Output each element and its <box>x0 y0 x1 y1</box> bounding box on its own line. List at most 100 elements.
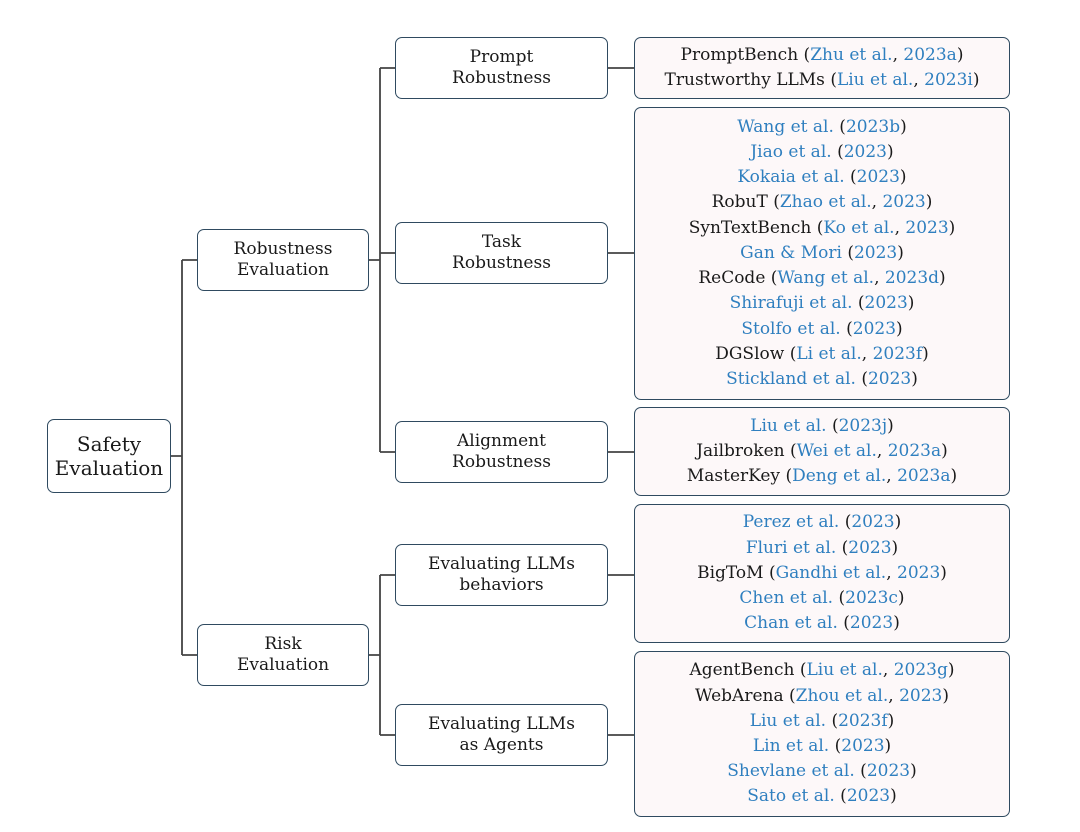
connector-root <box>171 259 197 656</box>
citation-link[interactable]: 2023 <box>841 736 885 756</box>
reference-entry: BigToM (Gandhi et al., 2023) <box>697 561 947 586</box>
reference-text: ) <box>942 685 949 706</box>
citation-link[interactable]: Liu et al. <box>836 70 914 90</box>
citation-link[interactable]: Sato et al. <box>747 786 835 807</box>
citation-link[interactable]: Wang et al. <box>737 116 834 137</box>
citation-link[interactable]: Jiao et al. <box>750 142 832 163</box>
citation-link[interactable]: 2023 <box>866 761 911 782</box>
reference-text: ReCode ( <box>698 268 778 289</box>
citation-link[interactable]: 2023j <box>838 415 888 436</box>
citation-link[interactable]: Fluri et al. <box>745 537 837 558</box>
reference-text: , <box>874 268 885 289</box>
citation-link[interactable]: 2023d <box>884 268 940 289</box>
citation-link[interactable]: Shevlane et al. <box>727 761 855 782</box>
citation-link[interactable]: Chan et al. <box>744 613 838 634</box>
reference-text: ) <box>893 613 900 634</box>
reference-entry: Jailbroken (Wei et al., 2023a) <box>696 439 948 464</box>
citation-link[interactable]: 2023 <box>846 786 891 807</box>
reference-text: ) <box>972 70 980 90</box>
reference-text: ) <box>910 761 917 782</box>
citation-link[interactable]: 2023g <box>893 660 948 681</box>
citation-link[interactable]: Stickland et al. <box>726 368 856 389</box>
reference-text: ( <box>854 761 867 782</box>
citation-link[interactable]: 2023 <box>856 167 900 188</box>
reference-entry: MasterKey (Deng et al., 2023a) <box>687 464 957 489</box>
reference-entry: Gan & Mori (2023) <box>740 241 904 266</box>
reference-text: ( <box>852 293 865 314</box>
citation-link[interactable]: Kokaia et al. <box>737 167 845 188</box>
citation-link[interactable]: 2023a <box>897 466 951 487</box>
citation-link[interactable]: Wang et al. <box>777 268 875 289</box>
reference-text: ) <box>941 440 948 461</box>
reference-text: Jailbroken ( <box>696 440 797 461</box>
reference-text: ( <box>841 242 854 263</box>
reference-entry: Shevlane et al. (2023) <box>727 759 916 784</box>
citation-link[interactable]: 2023 <box>899 685 943 706</box>
citation-link[interactable]: 2023f <box>872 343 923 364</box>
reference-text: ( <box>833 588 846 609</box>
reference-text: ( <box>826 710 839 731</box>
reference-text: , <box>886 562 898 583</box>
reference-entry: Shirafuji et al. (2023) <box>730 291 915 316</box>
refs-evaluating-llms-behaviors: Perez et al. (2023)Fluri et al. (2023)Bi… <box>634 504 1010 643</box>
citation-link[interactable]: 2023a <box>903 44 957 65</box>
reference-text: ) <box>911 368 918 389</box>
reference-text: ( <box>844 167 857 188</box>
citation-link[interactable]: Shirafuji et al. <box>729 293 853 314</box>
reference-text: , <box>892 44 904 65</box>
reference-text: ) <box>891 537 899 558</box>
node-label: Evaluating LLMs <box>428 714 575 735</box>
citation-link[interactable]: 2023a <box>887 440 942 461</box>
citation-link[interactable]: Wei et al. <box>796 440 877 461</box>
citation-link[interactable]: 2023 <box>851 512 895 533</box>
citation-link[interactable]: 2023c <box>845 588 898 609</box>
citation-link[interactable]: Gandhi et al. <box>775 562 887 583</box>
citation-link[interactable]: 2023 <box>864 293 908 314</box>
node-risk-evaluation: Risk Evaluation <box>197 624 369 686</box>
reference-text: ) <box>900 116 907 137</box>
citation-link[interactable]: 2023 <box>867 368 912 389</box>
citation-link[interactable]: 2023 <box>853 242 898 263</box>
reference-text: ) <box>925 192 933 213</box>
reference-text: DGSlow ( <box>715 343 797 364</box>
reference-text: ) <box>940 562 947 583</box>
citation-link[interactable]: 2023 <box>849 613 894 634</box>
citation-link[interactable]: Chen et al. <box>739 588 834 609</box>
node-safety-evaluation: Safety Evaluation <box>47 419 171 493</box>
citation-link[interactable]: 2023 <box>843 142 887 163</box>
citation-link[interactable]: Perez et al. <box>742 512 840 533</box>
reference-entry: PromptBench (Zhu et al., 2023a) <box>681 43 964 68</box>
citation-link[interactable]: 2023i <box>924 70 973 90</box>
reference-text: ) <box>950 466 958 487</box>
citation-link[interactable]: Liu et al. <box>806 660 883 681</box>
citation-link[interactable]: 2023 <box>882 192 926 213</box>
reference-entry: SynTextBench (Ko et al., 2023) <box>689 216 956 241</box>
reference-text: BigToM ( <box>697 562 776 583</box>
citation-link[interactable]: 2023 <box>897 562 941 583</box>
citation-link[interactable]: 2023b <box>845 116 901 137</box>
citation-link[interactable]: Zhu et al. <box>810 44 893 65</box>
citation-link[interactable]: Stolfo et al. <box>741 318 841 339</box>
citation-link[interactable]: 2023 <box>905 217 949 238</box>
citation-link[interactable]: 2023 <box>852 318 897 339</box>
citation-link[interactable]: Li et al. <box>796 343 862 364</box>
citation-link[interactable]: Zhao et al. <box>779 192 872 213</box>
citation-link[interactable]: Deng et al. <box>792 466 887 487</box>
reference-text: ) <box>897 242 904 263</box>
citation-link[interactable]: Liu et al. <box>750 415 827 436</box>
reference-text: ( <box>831 142 844 163</box>
citation-link[interactable]: Lin et al. <box>752 736 830 756</box>
citation-link[interactable]: Liu et al. <box>749 710 827 731</box>
citation-link[interactable]: Zhou et al. <box>795 685 889 706</box>
citation-link[interactable]: Gan & Mori <box>740 242 842 263</box>
citation-link[interactable]: Ko et al. <box>823 217 895 238</box>
reference-entry: Sato et al. (2023) <box>747 784 896 809</box>
reference-entry: DGSlow (Li et al., 2023f) <box>715 342 929 367</box>
reference-text: ( <box>834 786 847 807</box>
reference-text: , <box>882 660 894 681</box>
citation-link[interactable]: 2023 <box>848 537 892 558</box>
node-label: behaviors <box>459 575 544 595</box>
reference-entry: RobuT (Zhao et al., 2023) <box>712 190 933 215</box>
citation-link[interactable]: 2023f <box>838 710 888 731</box>
